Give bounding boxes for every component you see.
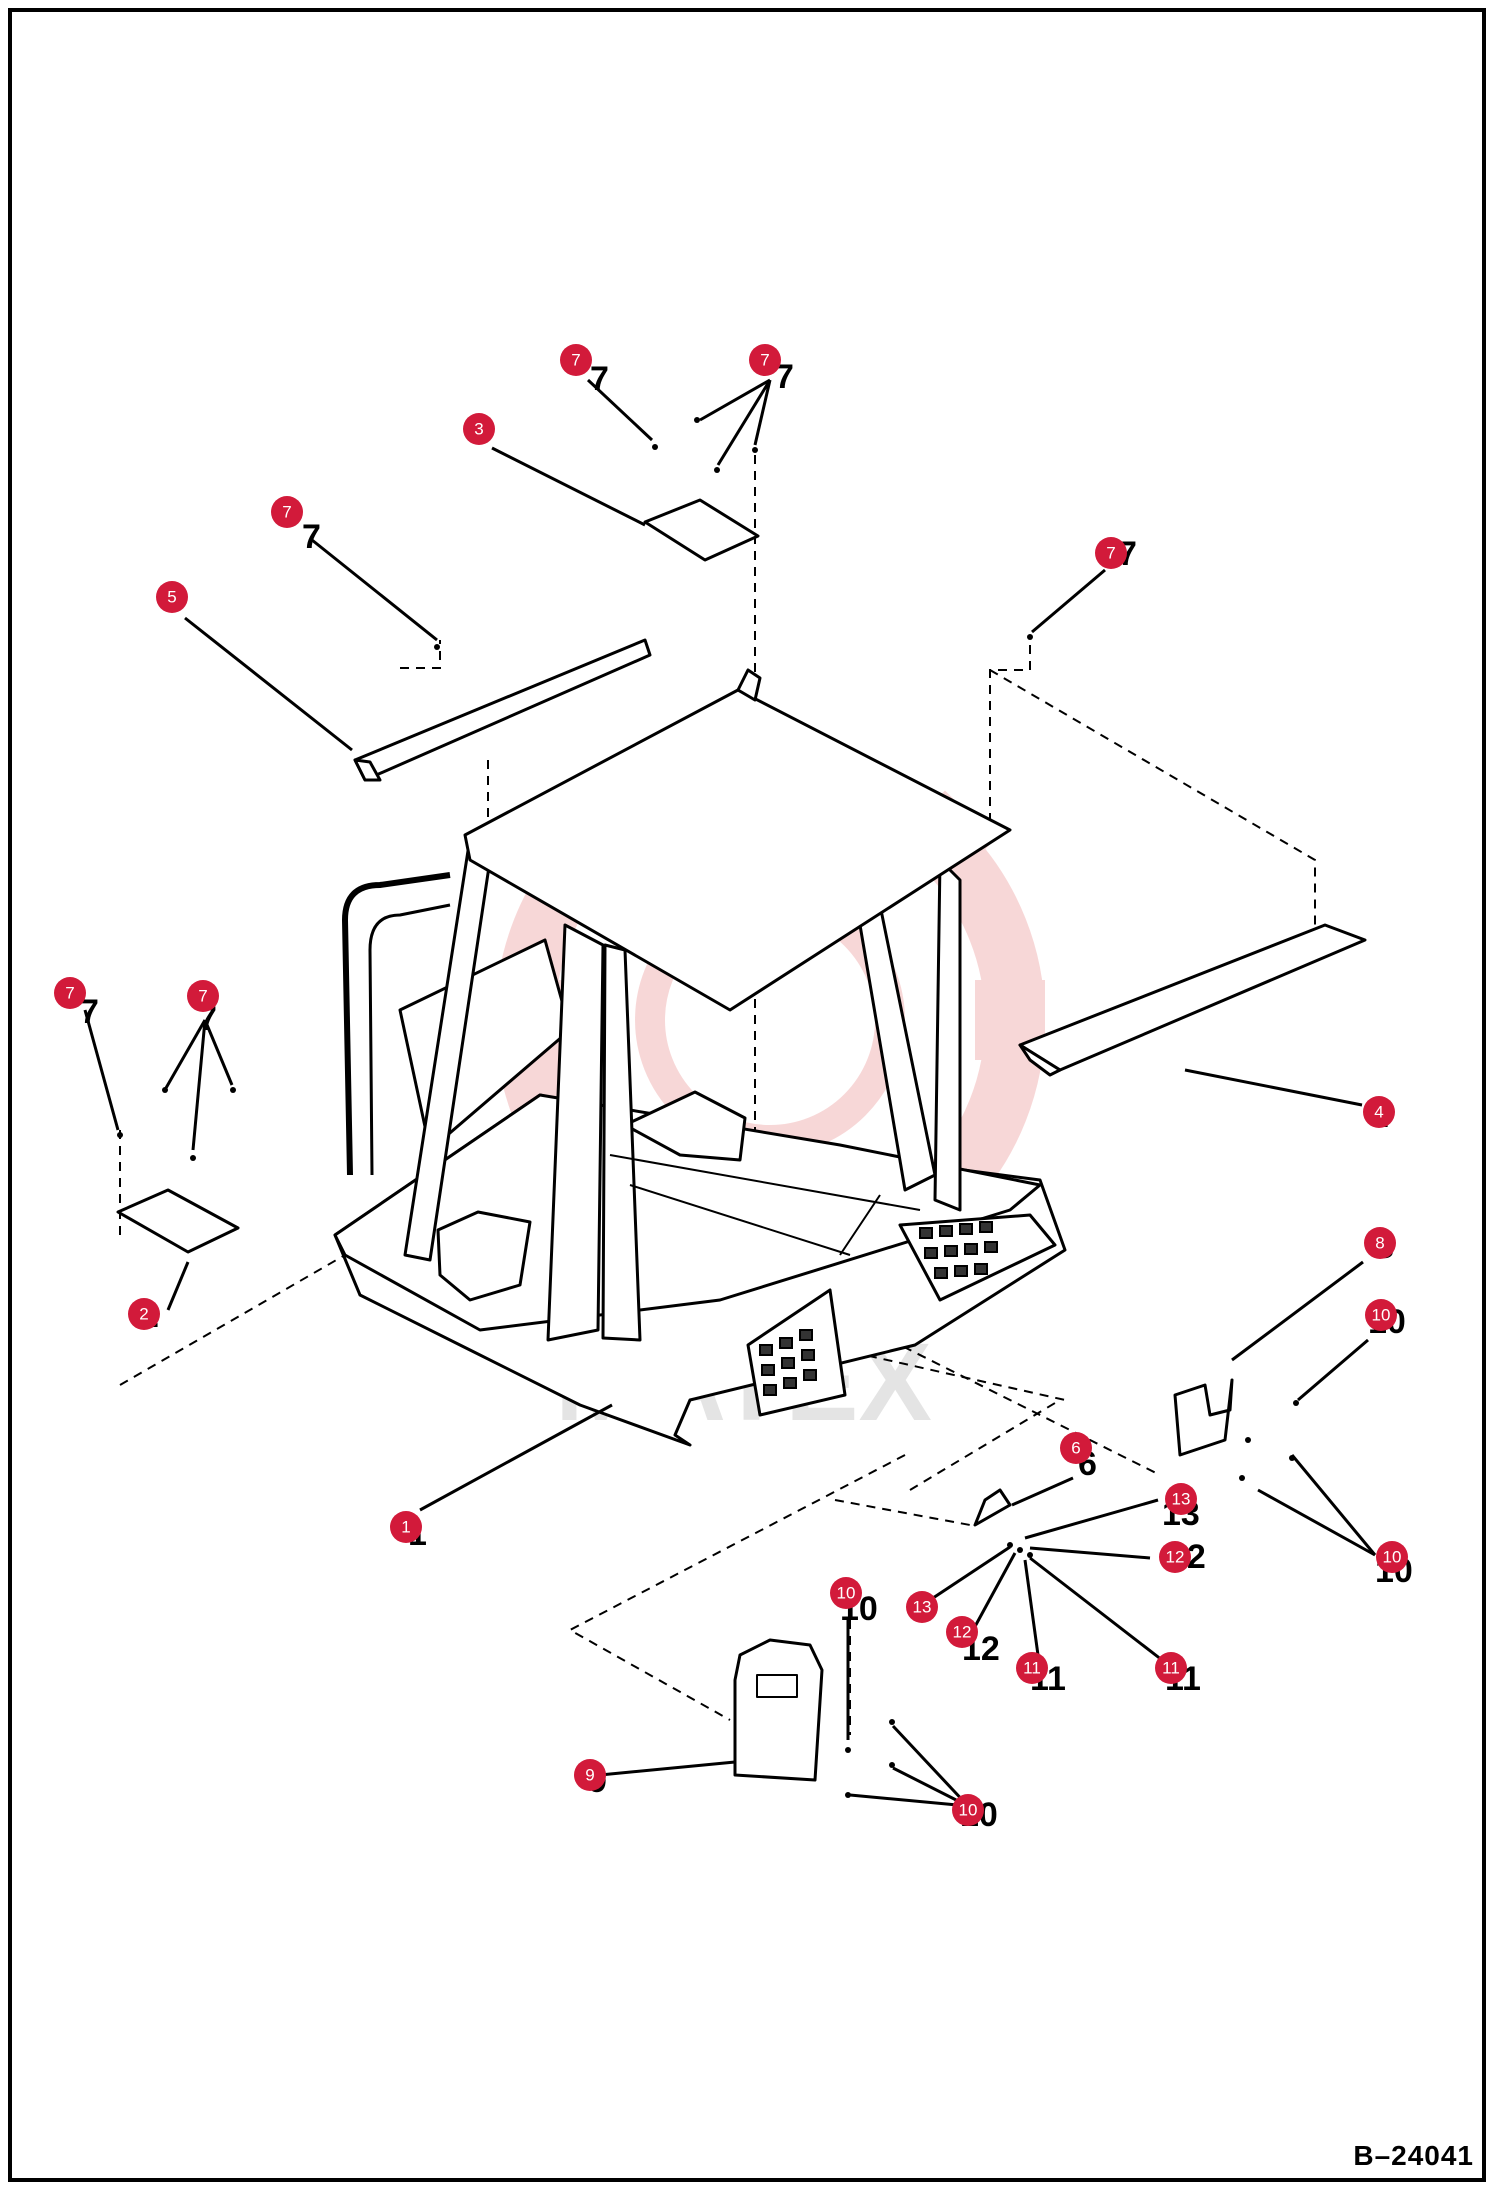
part-9-panel xyxy=(733,1638,824,1782)
callout-12[interactable]: 12 xyxy=(1159,1541,1191,1573)
callout-11[interactable]: 11 xyxy=(1016,1652,1048,1684)
svg-text:10: 10 xyxy=(1383,1548,1402,1567)
svg-text:5: 5 xyxy=(167,588,176,607)
svg-text:2: 2 xyxy=(139,1305,148,1324)
svg-text:10: 10 xyxy=(959,1801,978,1820)
callout-7[interactable]: 7 xyxy=(749,344,781,376)
callout-2[interactable]: 2 xyxy=(128,1298,160,1330)
svg-text:7: 7 xyxy=(590,360,609,398)
callout-13[interactable]: 13 xyxy=(906,1591,938,1623)
svg-text:7: 7 xyxy=(80,993,99,1031)
svg-text:6: 6 xyxy=(1071,1439,1080,1458)
callout-5[interactable]: 5 xyxy=(156,581,188,613)
callout-8[interactable]: 8 xyxy=(1364,1227,1396,1259)
svg-text:12: 12 xyxy=(1166,1548,1185,1567)
cab-frame xyxy=(333,668,1067,1447)
svg-text:7: 7 xyxy=(282,503,291,522)
callouts: 7 7 3 7 5 7 7 7 4 8 10 2 6 13 12 10 13 1… xyxy=(54,344,1408,1826)
callout-10[interactable]: 10 xyxy=(830,1577,862,1609)
svg-text:11: 11 xyxy=(1162,1659,1180,1678)
callout-12[interactable]: 12 xyxy=(946,1616,978,1648)
callout-7[interactable]: 7 xyxy=(1095,537,1127,569)
callout-1[interactable]: 1 xyxy=(390,1511,422,1543)
callout-7[interactable]: 7 xyxy=(271,496,303,528)
svg-text:12: 12 xyxy=(953,1623,972,1642)
callout-3[interactable]: 3 xyxy=(463,413,495,445)
svg-text:7: 7 xyxy=(302,518,321,556)
svg-text:7: 7 xyxy=(65,984,74,1003)
callout-7[interactable]: 7 xyxy=(54,977,86,1009)
part-4-strip xyxy=(1018,923,1367,1072)
loose-parts xyxy=(116,498,1367,1782)
svg-text:10: 10 xyxy=(1372,1306,1391,1325)
callout-7[interactable]: 7 xyxy=(560,344,592,376)
part-6-clip xyxy=(973,1488,1012,1527)
grille-pattern xyxy=(759,1221,998,1396)
part-2-plate xyxy=(116,1188,240,1254)
drawing-frame xyxy=(8,8,1486,2182)
svg-text:10: 10 xyxy=(837,1584,856,1603)
figure-id: B–24041 xyxy=(1353,2140,1474,2171)
assembly-guide-lines xyxy=(119,455,1316,1735)
part-3-plate xyxy=(643,498,760,562)
callout-4[interactable]: 4 xyxy=(1363,1096,1395,1128)
svg-text:11: 11 xyxy=(1023,1659,1041,1678)
part-8-bracket xyxy=(1173,1378,1234,1457)
svg-text:13: 13 xyxy=(1172,1490,1191,1509)
svg-text:7: 7 xyxy=(198,987,207,1006)
svg-text:7: 7 xyxy=(1106,544,1115,563)
svg-text:7: 7 xyxy=(571,351,580,370)
callout-10[interactable]: 10 xyxy=(1365,1299,1397,1331)
ghost-part-numbers: 7 7 7 7 7 7 4 8 10 2 6 13 12 10 12 11 11… xyxy=(80,358,1413,1834)
svg-text:1: 1 xyxy=(401,1518,410,1537)
callout-11[interactable]: 11 xyxy=(1155,1652,1187,1684)
callout-9[interactable]: 9 xyxy=(574,1759,606,1791)
callout-10[interactable]: 10 xyxy=(952,1794,984,1826)
callout-6[interactable]: 6 xyxy=(1060,1432,1092,1464)
svg-text:4: 4 xyxy=(1374,1103,1383,1122)
leader-lines xyxy=(83,378,1377,1808)
callout-10[interactable]: 10 xyxy=(1376,1541,1408,1573)
svg-text:7: 7 xyxy=(775,358,794,396)
svg-text:3: 3 xyxy=(474,420,483,439)
callout-7[interactable]: 7 xyxy=(187,980,219,1012)
callout-13[interactable]: 13 xyxy=(1165,1483,1197,1515)
svg-text:13: 13 xyxy=(913,1598,932,1617)
svg-text:7: 7 xyxy=(760,351,769,370)
svg-text:8: 8 xyxy=(1375,1234,1384,1253)
svg-text:9: 9 xyxy=(585,1766,594,1785)
